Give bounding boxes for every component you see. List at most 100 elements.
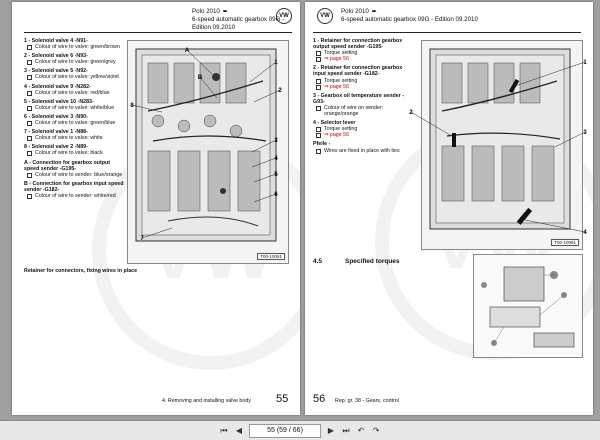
legend-item-detail-text: Colour of wire to sender: blue/orange [35,171,123,178]
callout-leader-line [131,104,163,113]
callout-label: 1 [274,60,278,66]
callout-label: 3 [583,130,587,136]
callout-leader-line [253,89,281,103]
callout-leader-line [524,219,586,233]
legend-item-detail: Colour of wire to valve: white [27,135,124,142]
forward-icon[interactable]: ↷ [372,426,380,435]
valve-body-drawing [429,48,571,230]
valve-body-drawing [135,48,277,242]
legend-item-detail-text: Colour of wire to valve: yellow/violet [35,74,119,81]
footer-text: 4. Removing and installing valve body [162,398,251,404]
checkbox-bullet-icon [316,57,321,63]
left-page: VW Polo 2010➨ 6-speed automatic gearbox … [12,2,300,415]
callout-leader-line [199,76,218,99]
vw-logo: VW [317,8,333,24]
callout-label: 2 [278,88,282,94]
legend-item-detail-text: ⇒ page 56 [324,56,350,63]
last-page-icon[interactable]: ⏭ [342,425,350,435]
legend-item-detail: Colour of wire to valve: green/blue [27,120,124,127]
page-number-field[interactable]: 55 (59 / 66) [249,423,321,438]
legend-item-detail: Colour of wire to valve: black [27,150,124,157]
legend-item-title: 6 - Solenoid valve 3 -N90- [24,113,88,120]
header-model: Polo 2010 [341,8,369,15]
legend-item-title: 5 - Solenoid valve 10 -N283- [24,98,94,105]
header-edition: 6-speed automatic gearbox 09G - Edition … [192,16,285,31]
legend-item: A - Connection for gearbox output speed … [24,160,124,178]
legend-item-detail-text: Colour of wire to valve: white [35,135,103,142]
page-reference-link[interactable]: ⇒ page 56 [316,84,413,90]
legend-item-detail: Torque setting [316,78,413,84]
arrow-icon: ➨ [371,9,377,15]
header-model: Polo 2010 [192,8,220,15]
arrow-icon: ➨ [222,9,228,15]
vw-logo: VW [276,8,292,24]
legend-item-detail-text: ⇒ page 56 [324,83,350,90]
figure-note: Retainer for connectors, fixing wires in… [24,268,138,274]
legend-item: 1 - Retainer for connection gearbox outp… [313,38,413,63]
legend-item-detail: Torque setting [316,126,413,133]
page-reference-link[interactable]: ⇒ page 56 [316,56,413,63]
section-number: 4.5 [313,258,323,265]
legend-item-detail-text: Torque setting [324,50,358,57]
legend-item: 6 - Solenoid valve 3 -N90-Colour of wire… [24,113,124,127]
legend-item-detail: Wires are fixed in place with ties [316,148,413,154]
prev-page-icon[interactable]: ◀ [235,426,243,435]
checkbox-bullet-icon [316,51,321,57]
legend-item-detail-text: Torque setting [324,77,358,84]
first-page-icon[interactable]: ⏮ [220,425,228,435]
legend-item-detail: Colour of wire to valve: yellow/violet [27,74,124,81]
checkbox-bullet-icon [316,78,321,84]
torque-drawing [481,266,575,348]
checkbox-bullet-icon [27,105,32,111]
page-reference-link[interactable]: ⇒ page 56 [316,132,413,139]
footer-text: Rep. gr. 38 - Gears, control [335,398,399,404]
legend-item-detail-text: Colour of wire to sender: white/red [35,192,116,199]
legend-item: 7 - Solenoid valve 1 -N88-Colour of wire… [24,129,124,142]
legend-item-title: 7 - Solenoid valve 1 -N88- [24,129,88,136]
legend-item-detail-text: Colour of wire on sender: orange/orange [324,104,384,118]
callout-label: 3 [274,138,278,144]
legend-item: 2 - Retainer for connection gearbox inpu… [313,65,413,90]
header-edition: 6-speed automatic gearbox 09G - Edition … [341,16,478,23]
legend-list: 1 - Retainer for connection gearbox outp… [313,38,413,157]
callout-leader-line [249,61,277,83]
legend-item-detail-text: Colour of wire to valve: green/brown [35,44,120,51]
legend-item: 3 - Solenoid valve 5 -N92-Colour of wire… [24,68,124,81]
next-page-icon[interactable]: ▶ [327,426,335,435]
valve-body-figure: T00-10061 [127,40,289,264]
legend-item-detail: Colour of wire to valve: red/blue [27,90,124,96]
valve-body-figure: T00-10061 [421,40,583,250]
legend-item-title: 2 - Retainer for connection gearbox inpu… [313,65,403,78]
legend-item-title: 2 - Solenoid valve 6 -N93- [24,53,88,60]
legend-item-detail-text: ⇒ page 56 [324,132,350,139]
legend-item-title: Pfeile - [313,141,331,148]
legend-item-detail-text: Colour of wire to valve: green/grey [35,59,116,66]
legend-item-detail-text: Colour of wire to valve: green/blue [35,120,116,127]
callout-label: 1 [583,60,587,66]
back-icon[interactable]: ↶ [357,426,365,435]
legend-item: 4 - Solenoid valve 9 -N282-Colour of wir… [24,84,124,96]
legend-item-detail-text: Wires are fixed in place with ties [324,147,400,154]
checkbox-bullet-icon [27,45,32,51]
checkbox-bullet-icon [27,75,32,81]
legend-item: Pfeile -Wires are fixed in place with ti… [313,141,413,154]
legend-item-detail: Torque setting [316,50,413,57]
legend-item-detail: Colour of wire to sender: white/red [27,193,124,199]
legend-item-detail: Colour of wire on sender: orange/orange [316,105,413,117]
callout-leader-line [253,173,277,183]
checkbox-bullet-icon [316,133,321,139]
callout-leader-line [251,139,277,153]
legend-item-detail: Colour of wire to valve: green/brown [27,44,124,51]
page-number: 55 [276,393,289,405]
legend-item-detail: Colour of wire to valve: white/blue [27,105,124,111]
callout-leader-line [141,227,173,239]
figure-code: T00-10061 [551,239,579,246]
callout-label: 2 [409,110,413,116]
legend-item: 3 - Gearbox oil temperature sender -G93-… [313,93,413,117]
checkbox-bullet-icon [27,136,32,142]
callout-leader-line [410,111,456,139]
callout-label: 8 [130,103,134,109]
checkbox-bullet-icon [27,121,32,127]
